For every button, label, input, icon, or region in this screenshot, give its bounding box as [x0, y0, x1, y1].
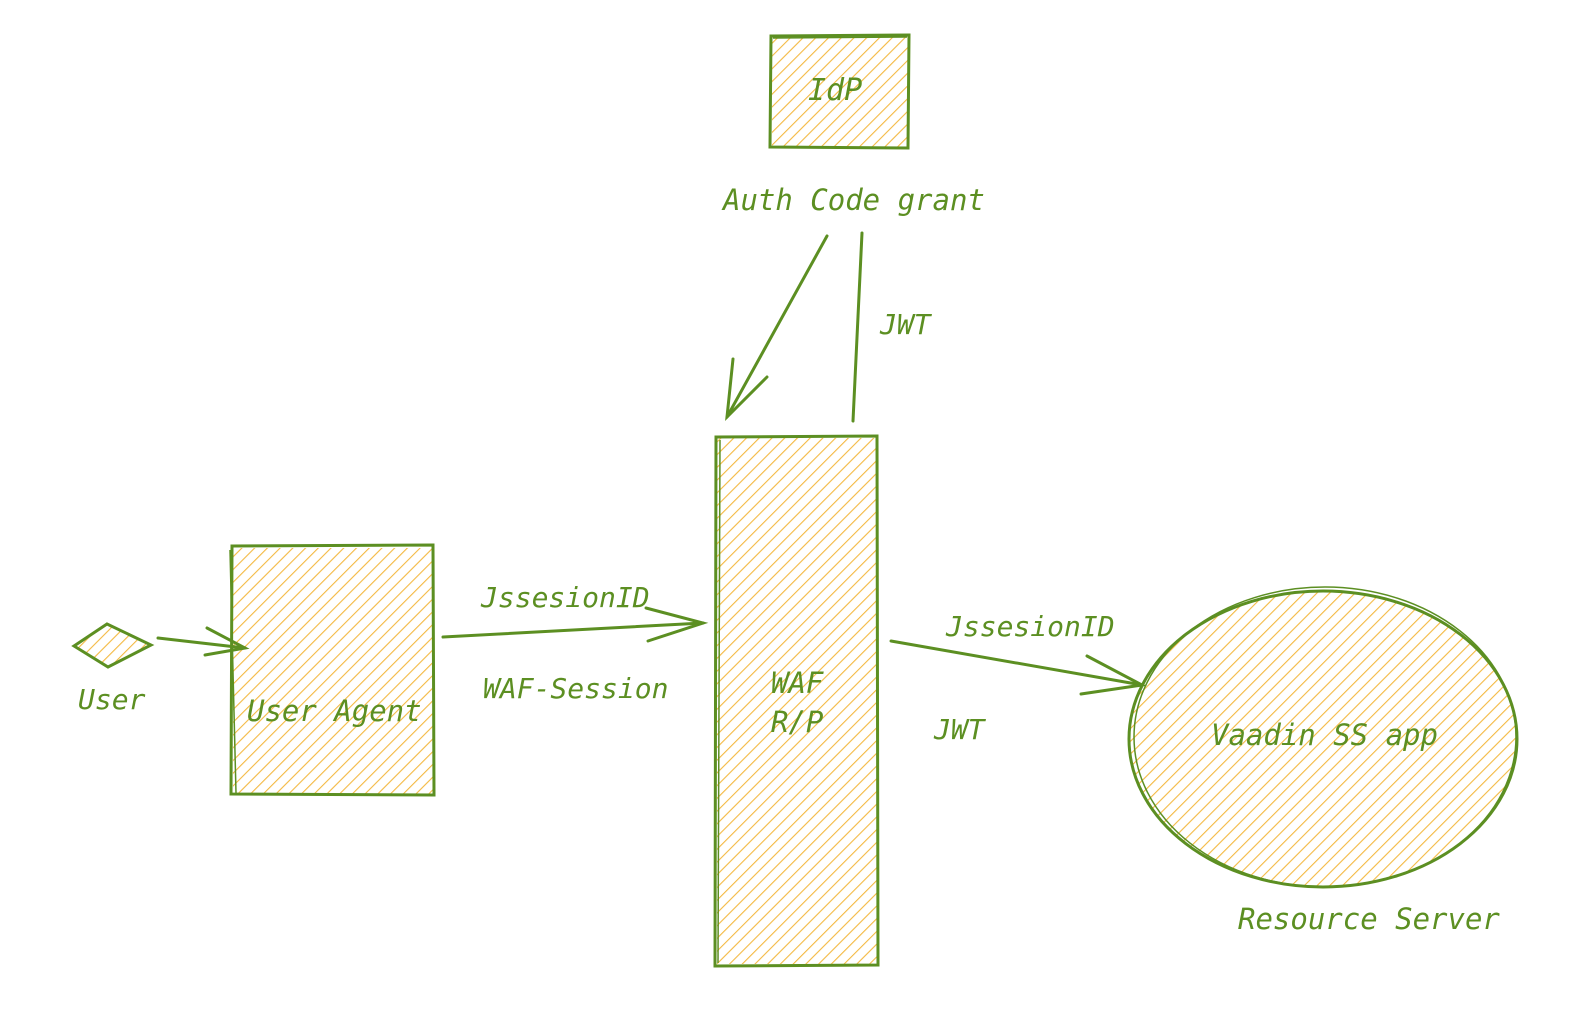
waf-box: [713, 434, 880, 968]
auth-code-grant-label: Auth Code grant: [723, 183, 985, 217]
jsessionid-right-label: JssesionID: [946, 610, 1115, 643]
vaadin-ellipse: [1127, 586, 1519, 889]
jwt-right-label: JWT: [934, 713, 985, 746]
arrow-waf-to-vaadin: [889, 639, 1147, 696]
waf-label-line2: R/P: [771, 705, 824, 739]
user-diamond: [71, 622, 155, 669]
vaadin-label: Vaadin SS app: [1211, 718, 1438, 752]
arrow-auth-to-waf: [725, 234, 829, 422]
idp-box: [768, 33, 911, 150]
jsessionid-left-label: JssesionID: [481, 581, 650, 614]
idp-label: IdP: [808, 73, 863, 108]
resource-server-label: Resource Server: [1238, 902, 1500, 936]
user-label: User: [78, 683, 146, 716]
user-agent-label: User Agent: [247, 694, 422, 728]
waf-session-label: WAF-Session: [483, 672, 669, 705]
waf-label-line1: WAF: [771, 666, 824, 700]
user-agent-box: [229, 543, 436, 797]
arrow-user-to-agent: [156, 626, 250, 657]
line-waf-to-auth-jwt: [851, 231, 864, 423]
arrow-agent-to-waf: [441, 606, 709, 643]
jwt-top-label: JWT: [880, 308, 931, 341]
